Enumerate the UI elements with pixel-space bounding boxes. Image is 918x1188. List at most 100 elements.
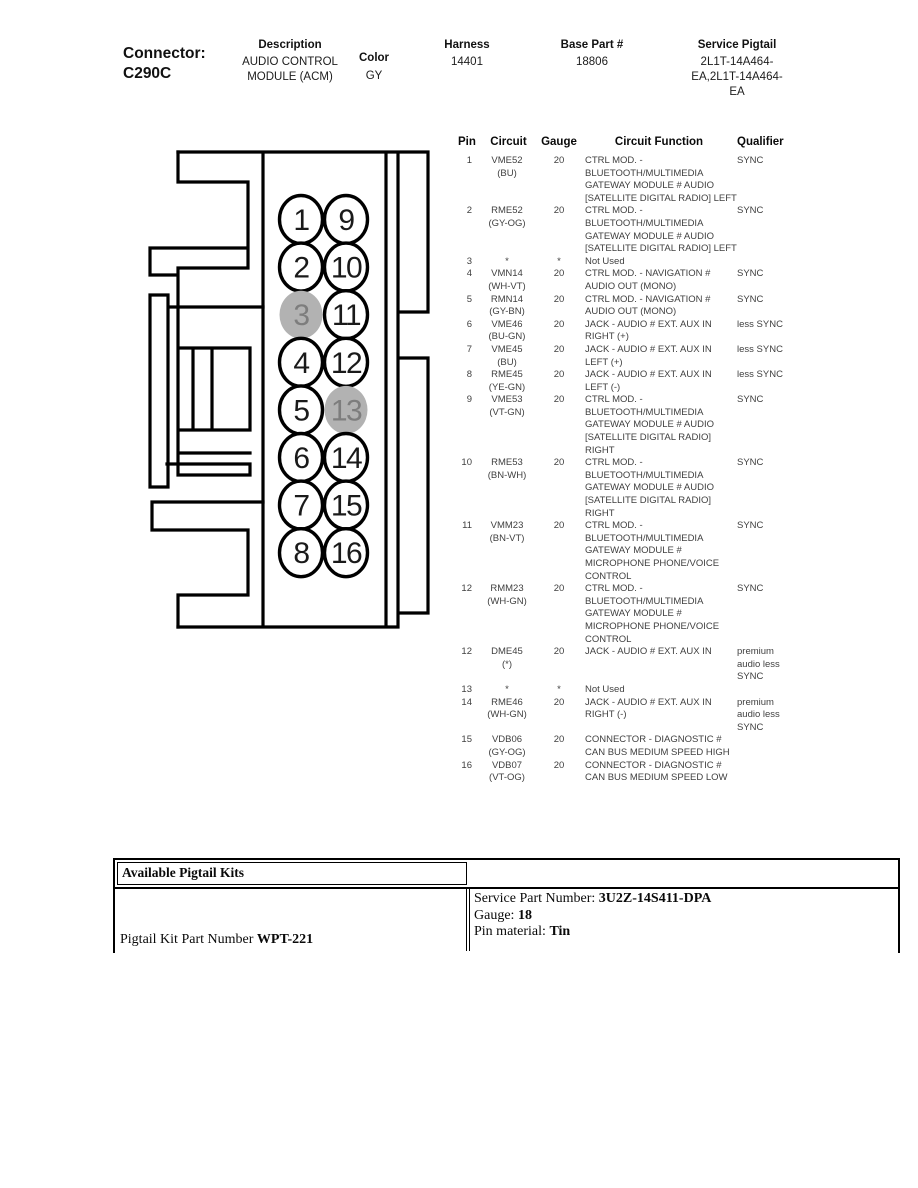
circuit-function-cell: CTRL MOD. - BLUETOOTH/MULTIMEDIA GATEWAY… [585,457,714,519]
connector-pin-number: 1 [293,204,309,237]
circuit-function-cell: CONNECTOR - DIAGNOSTIC # CAN BUS MEDIUM … [585,759,728,784]
header-qualifier: Qualifier [737,136,784,148]
circuit-code: VME53 [491,394,523,406]
pin-number-cell: 12 [461,646,472,658]
connector-pin-number: 15 [331,490,362,523]
pigtail-kit-part-number-cell: Pigtail Kit Part Number WPT-221 [115,889,467,951]
connector-pin-number: 2 [293,252,309,285]
connector-pin-number: 10 [331,252,362,285]
gauge-cell: 20 [553,696,565,708]
circuit-code: RMM23 [490,583,524,595]
circuit-function-cell: Not Used [585,255,625,267]
gauge-label: Gauge: [474,907,515,923]
circuit-code: VMN14 [491,268,523,280]
circuit-code: RME45 [491,369,523,381]
qualifier-cell: less SYNC [737,318,783,330]
circuit-color: (BN-VT) [489,532,525,544]
gauge-cell: 20 [553,520,565,532]
pin-number-cell: 5 [466,293,472,305]
circuit-cell: VDB06(GY-OG) [474,734,540,759]
gauge-cell: 20 [553,268,565,280]
pigtail-kits-title: Available Pigtail Kits [117,862,467,885]
pigtail-kit-part-number-value: WPT-221 [256,932,314,947]
circuit-cell: RME52(GY-OG) [474,205,540,230]
pin-table-row: 13**Not Used [458,684,797,697]
description-label: Description [258,39,322,51]
pin-material-value: Tin [549,924,571,939]
circuit-function-cell: CTRL MOD. - BLUETOOTH/MULTIMEDIA GATEWAY… [585,520,720,582]
qualifier-cell: less SYNC [737,343,783,355]
circuit-color: (YE-GN) [488,381,526,393]
circuit-code: VDB07 [491,759,523,771]
circuit-code: DME45 [491,646,523,658]
gauge-cell: 20 [553,394,565,406]
gauge-cell: 20 [553,734,565,746]
color-label: Color [358,52,390,64]
pin-number-cell: 2 [466,205,472,217]
pin-number-cell: 15 [461,734,472,746]
circuit-color: (BU) [497,356,517,368]
circuit-cell: VME53(VT-GN) [474,394,540,419]
connector-pin-number: 16 [331,537,362,570]
pin-number-cell: 1 [466,155,472,166]
pin-number-cell: 4 [466,268,472,280]
connector-id: C290C [123,65,172,82]
header-gauge: Gauge [541,136,577,148]
circuit-cell: VDB07(VT-OG) [474,760,540,785]
pin-number-cell: 10 [461,457,472,469]
circuit-color: (BU) [497,167,517,179]
circuit-function-cell: JACK - AUDIO # EXT. AUX IN [585,646,712,658]
base-part-value: 18806 [576,56,608,68]
circuit-cell: * [474,684,540,697]
pin-number-cell: 13 [461,683,472,695]
gauge-cell: * [557,255,561,267]
circuit-code: VME45 [491,343,523,355]
circuit-code: RME52 [491,205,523,217]
connector-pin-number: 6 [293,442,309,475]
gauge-cell: 20 [553,343,565,355]
circuit-code: VDB06 [491,734,523,746]
circuit-cell: RMN14(GY-BN) [474,294,540,319]
pin-table-row: 3**Not Used [458,256,797,269]
circuit-cell: RMM23(WH-GN) [474,583,540,608]
circuit-code: RME53 [491,457,523,469]
description-value: AUDIO CONTROL MODULE (ACM) [242,56,338,83]
harness-value: 14401 [451,56,483,68]
pin-material-line: Pin material: Tin [474,924,898,941]
circuit-code: * [505,683,509,695]
pigtail-kits-table: Available Pigtail Kits Pigtail Kit Part … [113,858,900,953]
gauge-cell: 20 [553,318,565,330]
circuit-cell: DME45(*) [474,646,540,671]
connector-pin-number: 5 [293,394,309,427]
circuit-function-cell: CTRL MOD. - BLUETOOTH/MULTIMEDIA GATEWAY… [585,394,714,456]
circuit-color: (BN-WH) [487,469,527,481]
qualifier-cell: SYNC [737,583,764,595]
circuit-color: (WH-GN) [487,709,527,721]
gauge-value: 18 [517,907,532,923]
connector-pin-number: 13 [331,394,362,427]
gauge-cell: 20 [553,205,565,217]
circuit-code: RME46 [491,696,523,708]
circuit-function-cell: CTRL MOD. - NAVIGATION # AUDIO OUT (MONO… [585,268,711,292]
qualifier-cell: SYNC [737,293,764,305]
connector-pin-number: 14 [331,442,362,475]
pigtail-kit-details-cell: Service Part Number: 3U2Z-14S411-DPA Gau… [469,889,898,951]
circuit-cell: VMN14(WH-VT) [474,268,540,293]
connector-pin [324,385,368,434]
connector-pin [322,527,370,579]
circuit-code: RMN14 [490,293,524,305]
circuit-function-cell: CTRL MOD. - BLUETOOTH/MULTIMEDIA GATEWAY… [585,155,737,204]
circuit-color: (BU-GN) [488,331,526,343]
header-circuit-function: Circuit Function [614,136,704,148]
gauge-cell: 20 [553,646,565,658]
pin-number-cell: 11 [462,520,472,532]
